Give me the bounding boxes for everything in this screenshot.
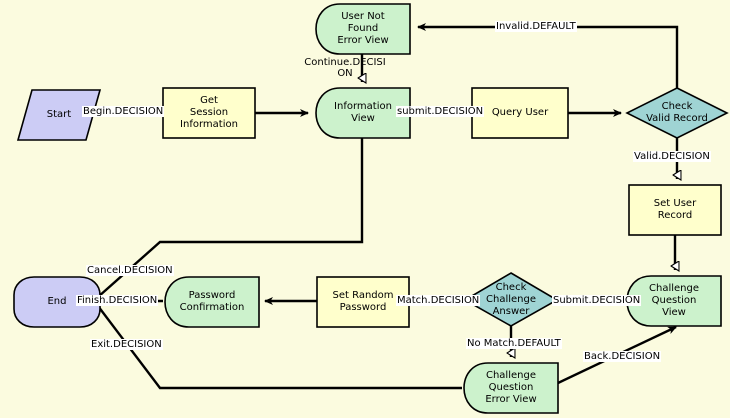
node-end-shape[interactable] [13, 276, 101, 328]
node-query-user-shape[interactable] [471, 87, 569, 139]
node-challenge-question-error-view-shape[interactable] [463, 362, 559, 414]
edge-label-invalid-default: Invalid.DEFAULT [495, 21, 577, 32]
node-set-user-record-shape[interactable] [628, 184, 722, 236]
edge-label-begin-decision: Begin.DECISION [82, 106, 165, 117]
node-password-confirmation-shape[interactable] [164, 276, 260, 328]
edge-label-back-decision: Back.DECISION [583, 351, 662, 362]
edge-invalid-default [417, 23, 679, 88]
edge-label-no-match-default: No Match.DEFAULT [466, 338, 562, 349]
edges-group [97, 23, 679, 390]
edge-label-continue-decision: Continue.DECISI ON [304, 57, 386, 79]
edge-label-submit-decision-2: Submit.DECISION [552, 295, 642, 306]
node-information-view-shape[interactable] [315, 87, 411, 139]
edge-label-submit-decision-1: submit.DECISION [396, 106, 485, 117]
edge-label-valid-decision: Valid.DECISION [633, 151, 711, 162]
node-get-session-shape[interactable] [162, 87, 256, 139]
node-start-shape[interactable] [16, 89, 102, 141]
edge-label-exit-decision: Exit.DECISION [90, 339, 163, 350]
edge-label-finish-decision: Finish.DECISION [76, 295, 159, 306]
nodes-group [13, 3, 729, 414]
node-check-challenge-answer-shape[interactable] [463, 272, 559, 327]
node-challenge-question-view-shape[interactable] [626, 275, 722, 327]
edge-exit-decision [97, 305, 462, 390]
node-check-valid-record-shape[interactable] [625, 87, 729, 139]
edge-label-match-decision: Match.DECISION [396, 295, 481, 306]
edge-label-cancel-decision: Cancel.DECISION [86, 265, 174, 276]
node-user-not-found-shape[interactable] [315, 3, 411, 55]
